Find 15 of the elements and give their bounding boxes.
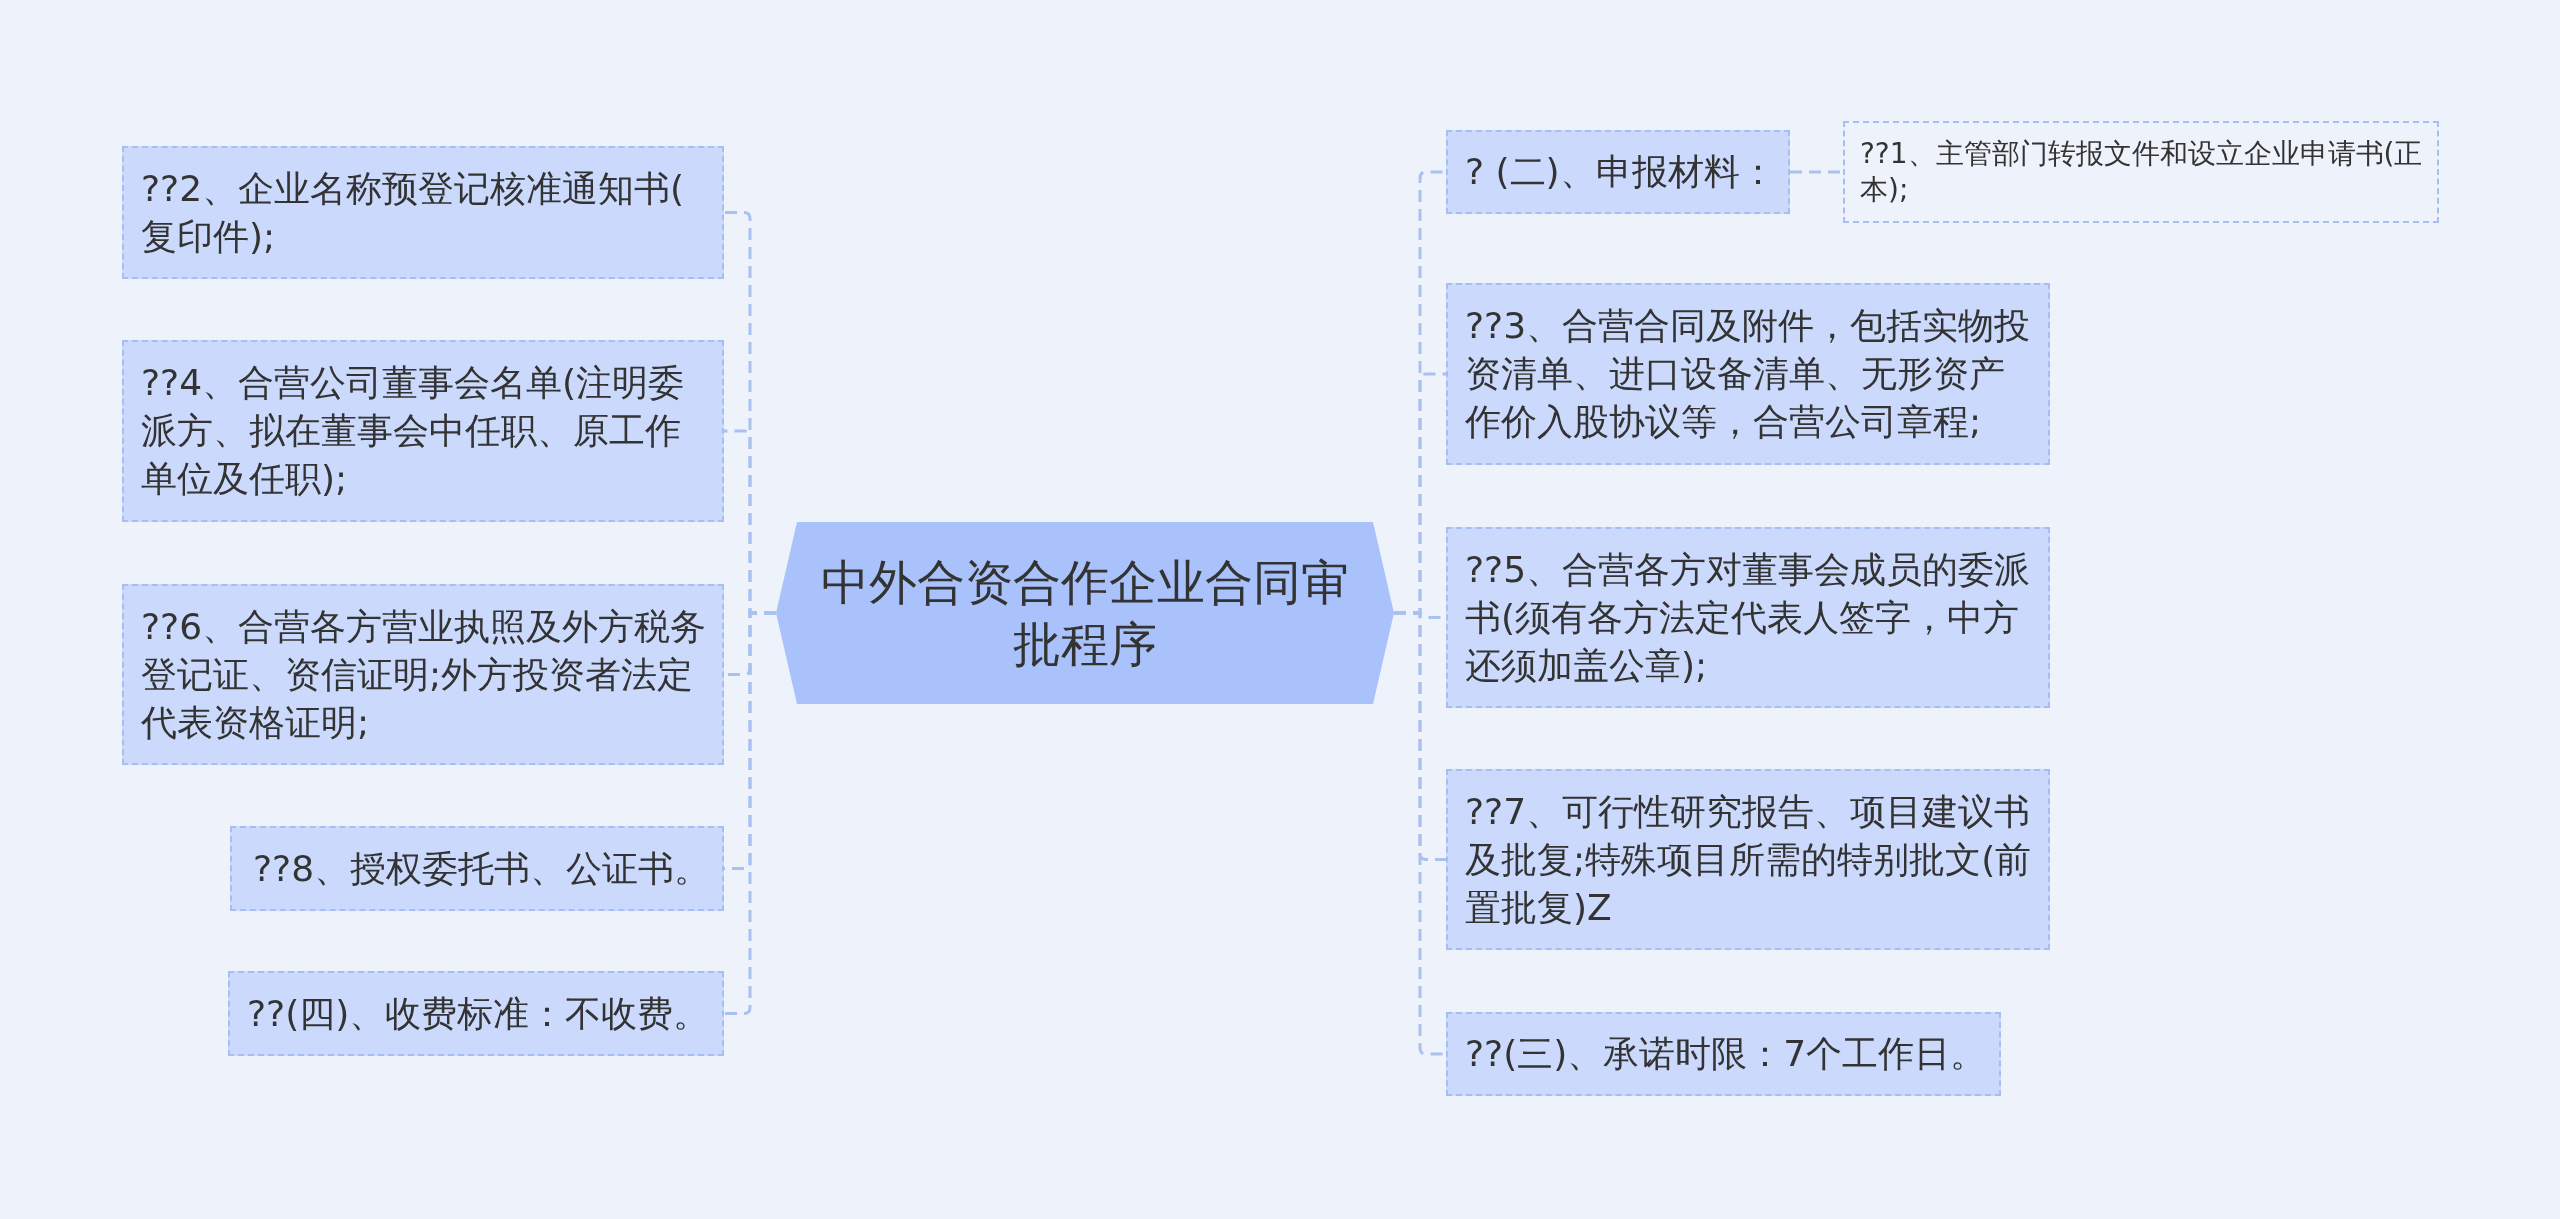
- topic-box: ? (二)、申报材料：: [1446, 130, 1790, 214]
- topic-box: ??(四)、收费标准：不收费。: [228, 971, 724, 1056]
- note-box: ??1、主管部门转报文件和设立企业申请书(正本);: [1843, 121, 2439, 223]
- topic-box: ??4、合营公司董事会名单(注明委派方、拟在董事会中任职、原工作单位及任职);: [122, 340, 724, 522]
- topic-box: ??6、合营各方营业执照及外方税务登记证、资信证明;外方投资者法定代表资格证明;: [122, 584, 724, 765]
- topic-box: ??8、授权委托书、公证书。: [230, 826, 724, 911]
- topic-box: ??7、可行性研究报告、项目建议书及批复;特殊项目所需的特别批文(前置批复)Z: [1446, 769, 2050, 950]
- hexagon-node: 中外合资合作企业合同审批程序: [776, 522, 1394, 704]
- topic-box: ??(三)、承诺时限：7个工作日。: [1446, 1012, 2001, 1096]
- topic-box: ??3、合营合同及附件，包括实物投资清单、进口设备清单、无形资产作价入股协议等，合营公司章程;: [1446, 283, 2050, 465]
- connector-line: [724, 611, 776, 1015]
- connector-line: [1790, 170, 1843, 174]
- connector-line: [1394, 611, 1446, 1056]
- topic-box: ??2、企业名称预登记核准通知书(复印件);: [122, 146, 724, 279]
- topic-box: ??5、合营各方对董事会成员的委派书(须有各方法定代表人签字，中方还须加盖公章);: [1446, 527, 2050, 708]
